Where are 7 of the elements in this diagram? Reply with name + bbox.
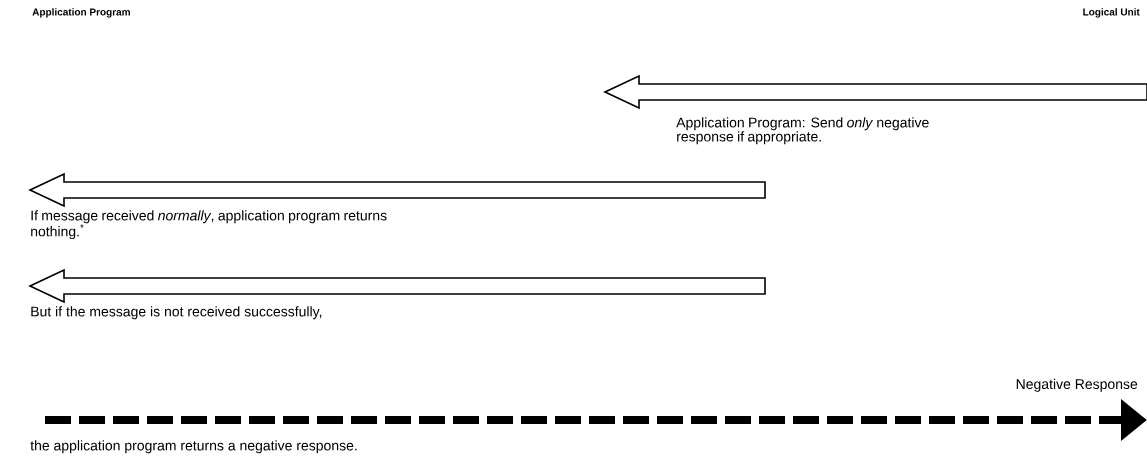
annotation-text: If message received normally, application program returns nothing.$^{*}$ bbox=[31, 210, 387, 240]
annotation-text: Negative Response bbox=[1016, 378, 1138, 392]
column-heading: Logical Unit bbox=[1083, 8, 1140, 18]
annotation-text: But if the message is not received successfully, bbox=[31, 306, 322, 320]
annotation-text: Application Program: Send only negative response if appropriate. bbox=[676, 117, 929, 145]
annotation-text: the application program returns a negative response. bbox=[30, 440, 357, 454]
column-heading: Application Program bbox=[32, 8, 130, 18]
